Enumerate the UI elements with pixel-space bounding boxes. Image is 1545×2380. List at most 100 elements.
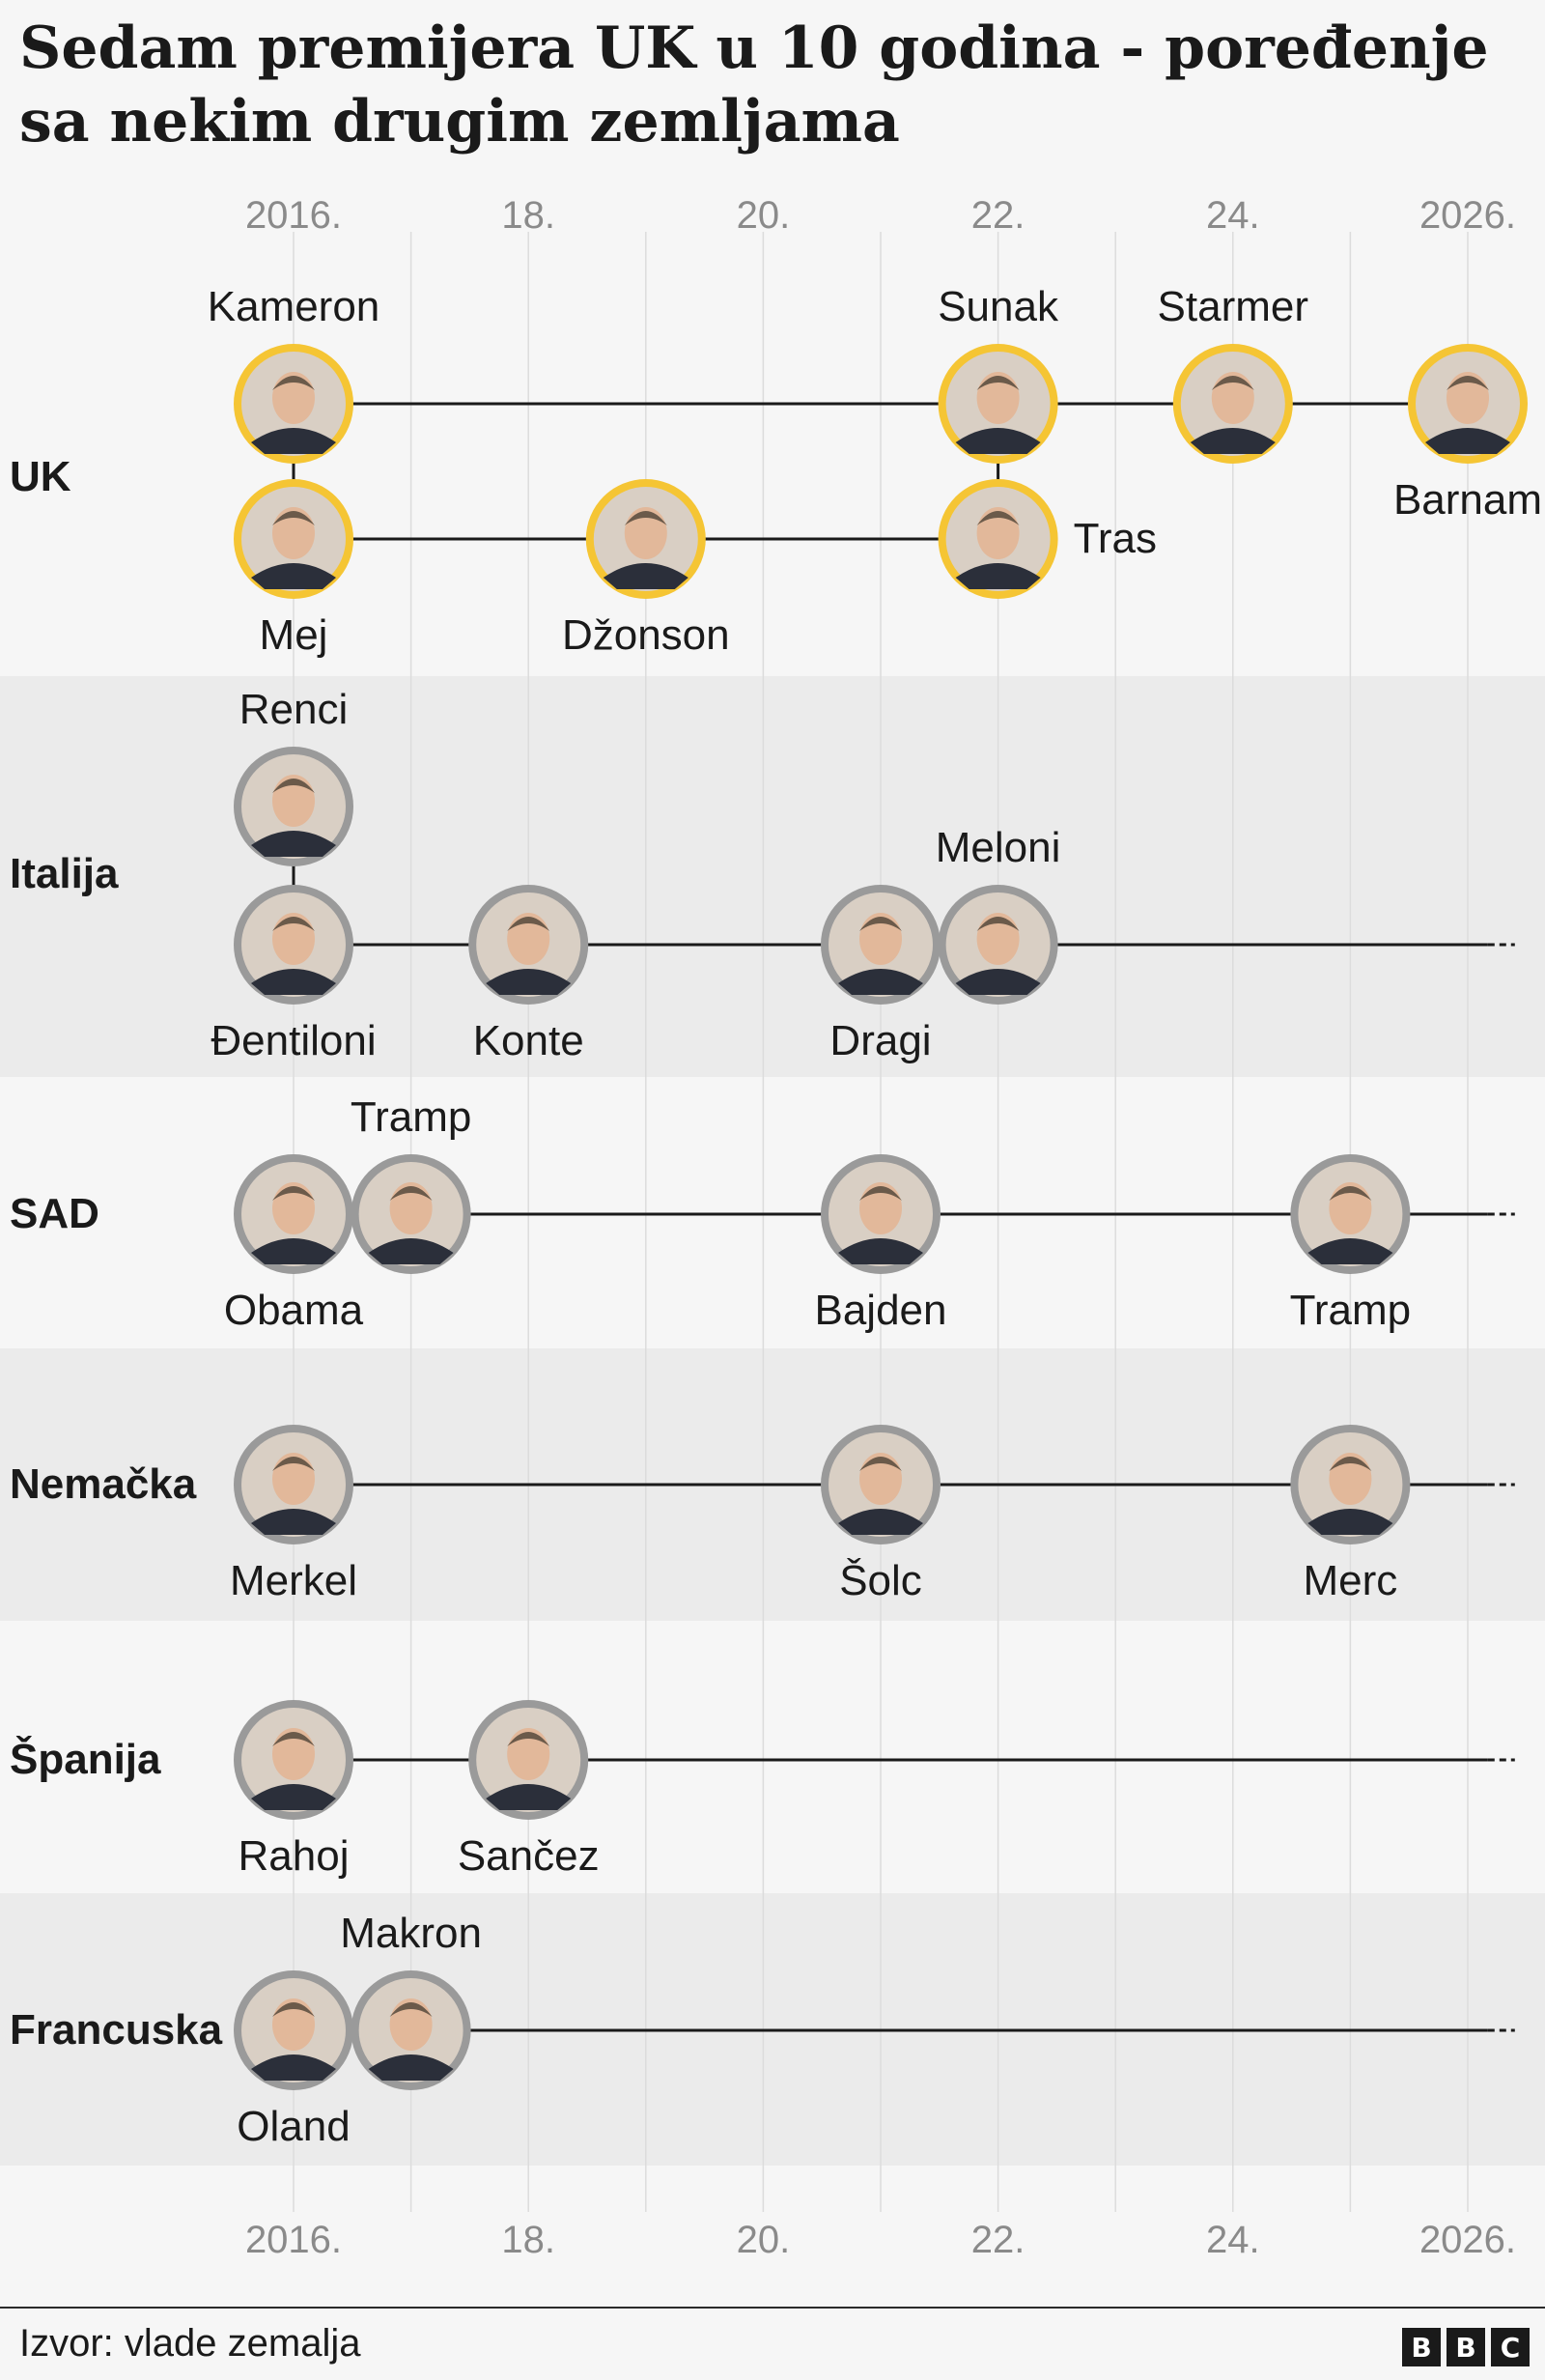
leaders-timeline-chart: 2016.18.20.22.24.2026.2016.18.20.22.24.2… [0,194,1545,2261]
portrait-hair [859,917,902,931]
country-band [0,676,1545,1077]
portrait-suit [603,563,688,589]
x-tick-label: 2026. [1419,2219,1516,2261]
leader-name-label: Oland [237,2103,350,2150]
leader-name-label: Tramp [1290,1287,1412,1334]
portrait-suit [1307,1509,1393,1535]
portrait-hair [624,511,667,525]
draghi-portrait: Dragi [821,885,941,1064]
portrait-hair [272,376,315,390]
year-tick-labels: 2016.18.20.22.24.2026.2016.18.20.22.24.2… [245,194,1516,2261]
x-tick-label: 22. [971,194,1025,237]
footer-divider [0,2307,1545,2309]
leader-name-label: Merkel [230,1557,357,1604]
country-label: Italija [10,850,119,897]
bbc-logo: B B C [1402,2328,1530,2366]
portrait-face [1329,1453,1372,1505]
macron-portrait: Makron [340,1910,482,2090]
portrait-hair [272,917,315,931]
leader-name-label: Sunak [938,283,1059,330]
bbc-logo-letter: B [1402,2328,1441,2366]
country-label: SAD [10,1190,99,1237]
portrait-hair [976,511,1020,525]
x-tick-label: 24. [1206,194,1260,237]
portrait-face [272,372,315,424]
portrait-suit [955,563,1041,589]
gentiloni-portrait: Đentiloni [211,885,377,1064]
country-label: Francuska [10,2006,223,2054]
leader-name-label: Obama [224,1287,364,1334]
portrait-hair [272,1457,315,1471]
leader-name-label: Konte [473,1017,584,1064]
portrait-hair [272,779,315,793]
portrait-hair [1211,376,1254,390]
portrait-face [507,1728,550,1780]
trump-portrait: Tramp [1290,1154,1412,1334]
sunak-portrait: Sunak [938,283,1059,464]
conte-portrait: Konte [468,885,589,1064]
portrait-hair [1329,1457,1372,1471]
portrait-suit [251,969,336,995]
portrait-hair [859,1186,902,1201]
portrait-hair [859,1457,902,1471]
x-tick-label: 22. [971,2219,1025,2261]
portrait-hair [507,917,550,931]
x-tick-label: 2016. [245,194,342,237]
portrait-face [976,913,1020,965]
portrait-suit [251,1784,336,1810]
leader-name-label: Barnam [1393,476,1542,524]
portrait-suit [838,1509,923,1535]
portrait-face [389,1182,433,1234]
portrait-face [976,372,1020,424]
portrait-suit [251,2054,336,2081]
bbc-logo-letter: B [1447,2328,1485,2366]
leader-name-label: Starmer [1158,283,1308,330]
portrait-hair [976,376,1020,390]
portrait-suit [251,1509,336,1535]
x-tick-label: 20. [737,2219,791,2261]
leader-name-label: Tramp [351,1093,472,1141]
leader-name-label: Dragi [829,1017,931,1064]
portrait-face [272,1998,315,2051]
x-tick-label: 2026. [1419,194,1516,237]
portrait-face [272,913,315,965]
leader-name-label: Tras [1074,515,1157,562]
country-label: UK [10,453,71,500]
portrait-suit [251,1238,336,1264]
portrait-suit [368,1238,454,1264]
portrait-face [272,775,315,827]
portrait-suit [251,563,336,589]
x-tick-label: 2016. [245,2219,342,2261]
leader-name-label: Šolc [839,1556,922,1604]
portrait-hair [389,1186,433,1201]
portrait-suit [486,969,572,995]
bbc-logo-letter: C [1491,2328,1530,2366]
leader-name-label: Rahoj [239,1832,350,1880]
portrait-suit [1190,428,1276,454]
x-tick-label: 18. [501,2219,555,2261]
cameron-portrait: Kameron [208,283,380,464]
hollande-portrait: Oland [234,1970,353,2150]
meloni-portrait: Meloni [936,824,1060,1005]
portrait-face [1447,372,1489,424]
starmer-portrait: Starmer [1158,283,1308,464]
chart-title: Sedam premijera UK u 10 godina - poređen… [19,14,1489,156]
rajoy-portrait: Rahoj [234,1700,353,1880]
source-note: Izvor: vlade zemalja [19,2322,361,2365]
portrait-suit [838,969,923,995]
leader-name-label: Sančez [458,1832,600,1880]
portrait-suit [1425,428,1510,454]
leader-name-label: Kameron [208,283,380,330]
merkel-portrait: Merkel [230,1425,357,1604]
portrait-hair [272,511,315,525]
portrait-hair [272,1732,315,1746]
portrait-hair [1447,376,1489,390]
truss-portrait: Tras [938,479,1157,599]
portrait-face [859,1453,902,1505]
